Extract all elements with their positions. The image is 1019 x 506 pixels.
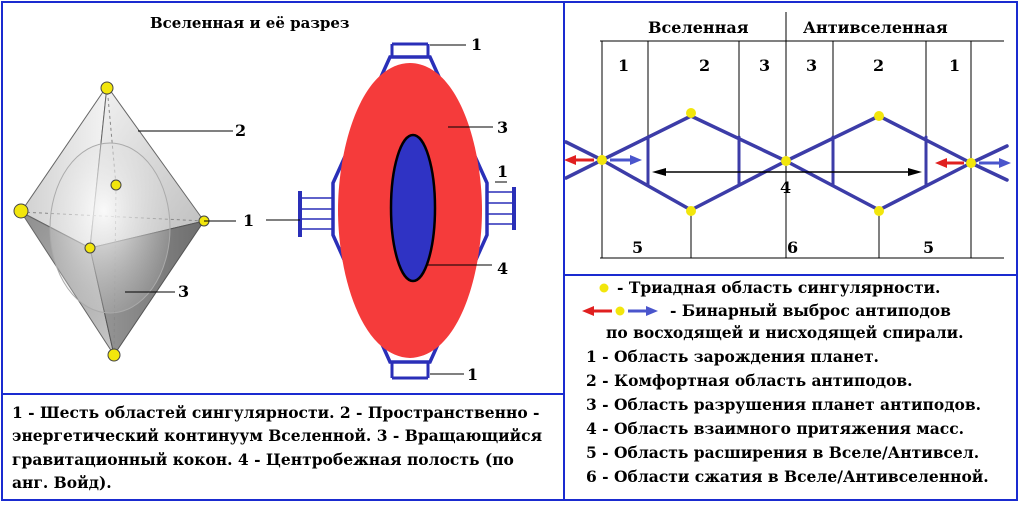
zone-number: 5 <box>632 238 643 257</box>
singularity-dot <box>110 179 122 191</box>
legend-item: 1 - Область зарождения планет. <box>586 347 879 366</box>
label-wall-3: 3 <box>497 118 508 137</box>
zone-number: 5 <box>923 238 934 257</box>
legend-item: 2 - Комфортная область антиподов. <box>586 371 913 390</box>
legend-singularity: - Триадная область сингулярности. <box>617 278 940 297</box>
grid-dividers <box>601 12 972 258</box>
caption-line: гравитационный кокон. 4 - Центробежная п… <box>12 450 514 469</box>
zone-number: 6 <box>787 238 798 257</box>
legend-binary-line1: - Бинарный выброс антиподов <box>670 301 951 320</box>
legend-item: 4 - Область взаимного притяжения масс. <box>586 419 964 438</box>
emission-arrows-left <box>564 155 642 165</box>
zone-number-4: 4 <box>780 178 791 197</box>
singularity-dot <box>100 81 114 95</box>
label-3: 3 <box>178 282 189 301</box>
cocoon-bubble <box>49 142 171 314</box>
caption-line: энергетический континуум Вселенной. 3 - … <box>12 426 542 445</box>
port-right <box>487 187 516 230</box>
caption-frame <box>1 393 565 501</box>
label-2: 2 <box>235 121 246 140</box>
cross-section-figure <box>298 42 516 380</box>
header-antiuniverse: Антивселенная <box>803 18 948 37</box>
legend-frame <box>563 274 1018 501</box>
attraction-arrow <box>652 168 922 176</box>
caption-line: анг. Войд). <box>12 473 112 492</box>
port-left <box>298 191 334 237</box>
label-1: 1 <box>243 211 254 230</box>
legend-item: 6 - Области сжатия в Вселе/Антивселенной… <box>586 467 989 486</box>
zone-number: 2 <box>873 56 884 75</box>
legend-item: 5 - Область расширения в Вселе/Антивсел. <box>586 443 979 462</box>
legend-item: 3 - Область разрушения планет антиподов. <box>586 395 981 414</box>
singularity-dots <box>597 108 976 216</box>
spiral-lines <box>564 114 1009 212</box>
zone-number: 2 <box>699 56 710 75</box>
port-bottom <box>390 362 430 380</box>
octahedron-figure <box>13 81 210 362</box>
singularity-dot <box>13 203 29 219</box>
label-top-1: 1 <box>471 35 482 54</box>
label-core-4: 4 <box>497 259 508 278</box>
zone-number: 3 <box>806 56 817 75</box>
singularity-dot <box>84 242 96 254</box>
singularity-dot <box>107 348 121 362</box>
zone-number: 1 <box>618 56 629 75</box>
port-top <box>390 42 430 58</box>
legend: - Триадная область сингулярности. - Бина… <box>582 278 989 486</box>
spiral-diagram: Вселенная Антивселенная 1 2 3 3 2 1 <box>564 12 1011 259</box>
legend-singularity-dot <box>599 283 609 293</box>
emission-arrows-right <box>935 158 1011 168</box>
figure-title: Вселенная и её разрез <box>150 14 350 32</box>
zone-number: 3 <box>759 56 770 75</box>
legend-binary-line2: по восходящей и нисходящей спирали. <box>606 323 964 342</box>
legend-binary-arrows <box>582 306 658 316</box>
centrifugal-void <box>389 133 437 283</box>
caption-line: 1 - Шесть областей сингулярности. 2 - Пр… <box>12 403 539 422</box>
label-right-1: 1 <box>497 162 508 181</box>
zone-number: 1 <box>949 56 960 75</box>
label-bottom-1: 1 <box>467 365 478 384</box>
header-universe: Вселенная <box>648 18 749 37</box>
